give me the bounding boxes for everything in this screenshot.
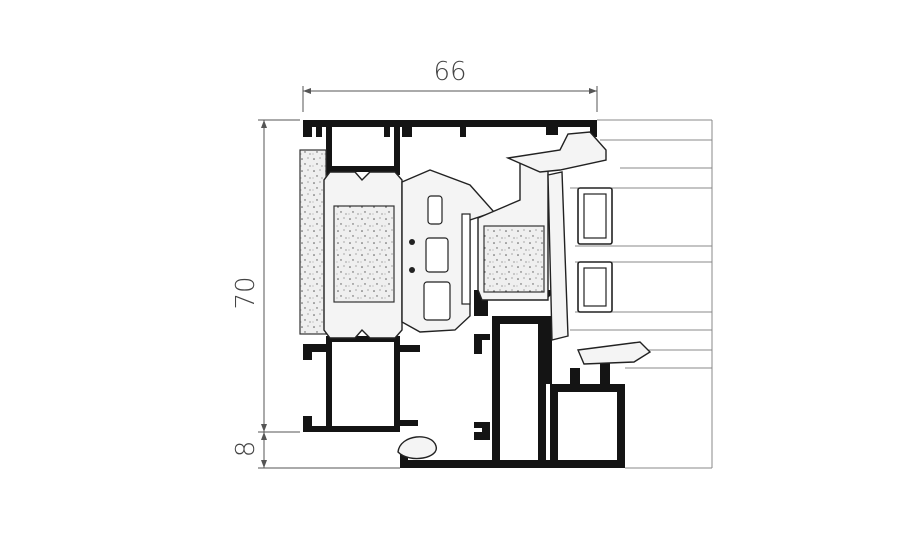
outer-frame-profile bbox=[303, 120, 625, 468]
glazing-unit bbox=[570, 119, 713, 469]
width-dimension-label: 66 bbox=[433, 57, 466, 87]
height-dimension-label: 70 bbox=[231, 276, 261, 309]
thermal-break-polyamide bbox=[401, 169, 496, 333]
glazing-gaskets bbox=[397, 131, 652, 460]
thermal-insulation-outer bbox=[299, 149, 403, 339]
dimension-width: 66 bbox=[302, 57, 598, 112]
dimension-height: 70 8 bbox=[231, 119, 400, 469]
bottom-dimension-label: 8 bbox=[231, 441, 261, 458]
sash-profile bbox=[474, 157, 625, 468]
